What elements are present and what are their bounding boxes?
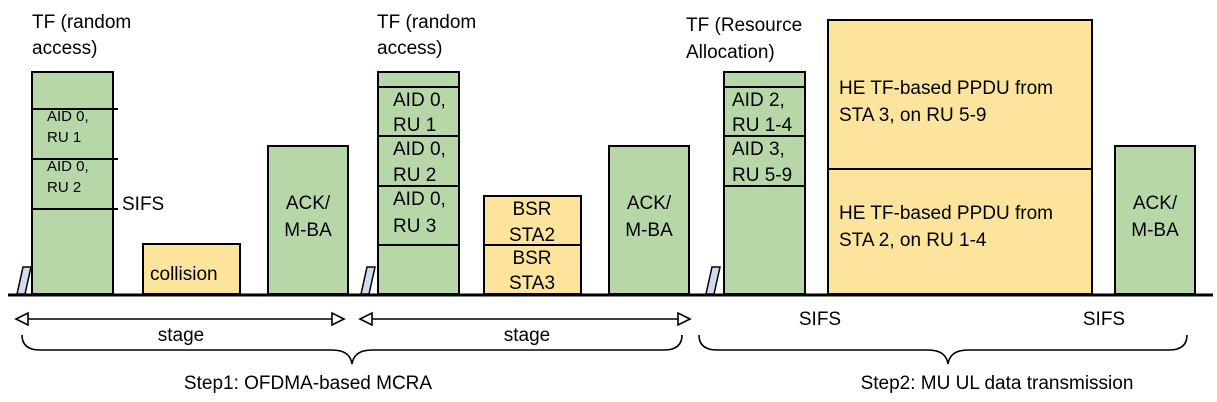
ra-slot-label: AID 0, xyxy=(393,139,446,160)
ppdu-sta2-label: STA 2, on RU 1-4 xyxy=(839,230,987,251)
bsr-label: BSR xyxy=(512,199,551,220)
sifs-label: SIFS xyxy=(122,194,164,215)
collision-label: collision xyxy=(150,264,218,285)
ra-slot-label: RU 1 xyxy=(47,129,81,146)
step1-label: Step1: OFDMA-based MCRA xyxy=(184,373,432,394)
ppdu-sta3-label: HE TF-based PPDU from xyxy=(839,78,1053,99)
collision-block xyxy=(142,243,241,295)
ru-allocation-label: AID 3, xyxy=(732,139,785,160)
stage-arrow-2 xyxy=(358,311,692,327)
tf-resource-allocation-label-line2: Allocation) xyxy=(686,42,775,63)
ru-allocation-label: RU 5-9 xyxy=(732,165,792,186)
bsr-label: BSR xyxy=(512,248,551,269)
antenna-icon xyxy=(16,266,32,295)
ack-label: M-BA xyxy=(1131,220,1179,241)
ru-allocation-label: RU 1-4 xyxy=(732,115,793,136)
tf-random-access-label-2-line1: TF (random xyxy=(377,12,476,33)
step2-label: Step2: MU UL data transmission xyxy=(861,373,1134,394)
antenna-icon xyxy=(360,266,376,295)
ra-slot-label: AID 0, xyxy=(47,108,89,125)
trigger-frame-random-access-2 xyxy=(377,71,460,295)
step1-brace xyxy=(21,334,683,365)
ra-slot-label: RU 2 xyxy=(393,165,436,186)
ru-allocation-label: AID 2, xyxy=(732,90,785,111)
ack-mba-block-3 xyxy=(1114,145,1196,295)
step2-brace xyxy=(698,334,1188,365)
ack-mba-block-2 xyxy=(608,145,690,295)
ra-slot-label: AID 0, xyxy=(393,90,446,111)
ack-label: ACK/ xyxy=(627,193,672,214)
ack-mba-block-1 xyxy=(267,145,349,295)
ra-slot-label: RU 1 xyxy=(393,115,436,136)
ra-slot-label: RU 2 xyxy=(47,179,81,196)
ppdu-sta2-label: HE TF-based PPDU from xyxy=(839,203,1053,224)
tf-random-access-label-2-line2: access) xyxy=(377,38,442,59)
ack-label: M-BA xyxy=(625,220,673,241)
he-tb-ppdu-block xyxy=(827,19,1093,295)
ack-label: M-BA xyxy=(284,220,332,241)
antenna-icon xyxy=(705,266,721,295)
ra-slot-label: RU 3 xyxy=(393,216,436,237)
bsr-label: STA3 xyxy=(509,273,555,294)
sifs-bottom-label: SIFS xyxy=(799,309,841,330)
sifs-bottom-label: SIFS xyxy=(1083,309,1125,330)
tf-random-access-label-1-line2: access) xyxy=(32,38,97,59)
bsr-label: STA2 xyxy=(509,225,555,246)
ack-label: ACK/ xyxy=(286,193,331,214)
stage-label: stage xyxy=(158,325,204,346)
ack-label: ACK/ xyxy=(1133,193,1178,214)
ra-slot-label: AID 0, xyxy=(393,189,446,210)
tf-resource-allocation-label-line1: TF (Resource xyxy=(686,15,802,36)
trigger-frame-resource-allocation xyxy=(723,71,806,295)
ra-slot-label: AID 0, xyxy=(47,158,89,175)
ppdu-sta3-label: STA 3, on RU 5-9 xyxy=(839,105,987,126)
stage-label: stage xyxy=(504,325,550,346)
stage-arrow-1 xyxy=(14,311,346,327)
tf-random-access-label-1-line1: TF (random xyxy=(32,12,131,33)
